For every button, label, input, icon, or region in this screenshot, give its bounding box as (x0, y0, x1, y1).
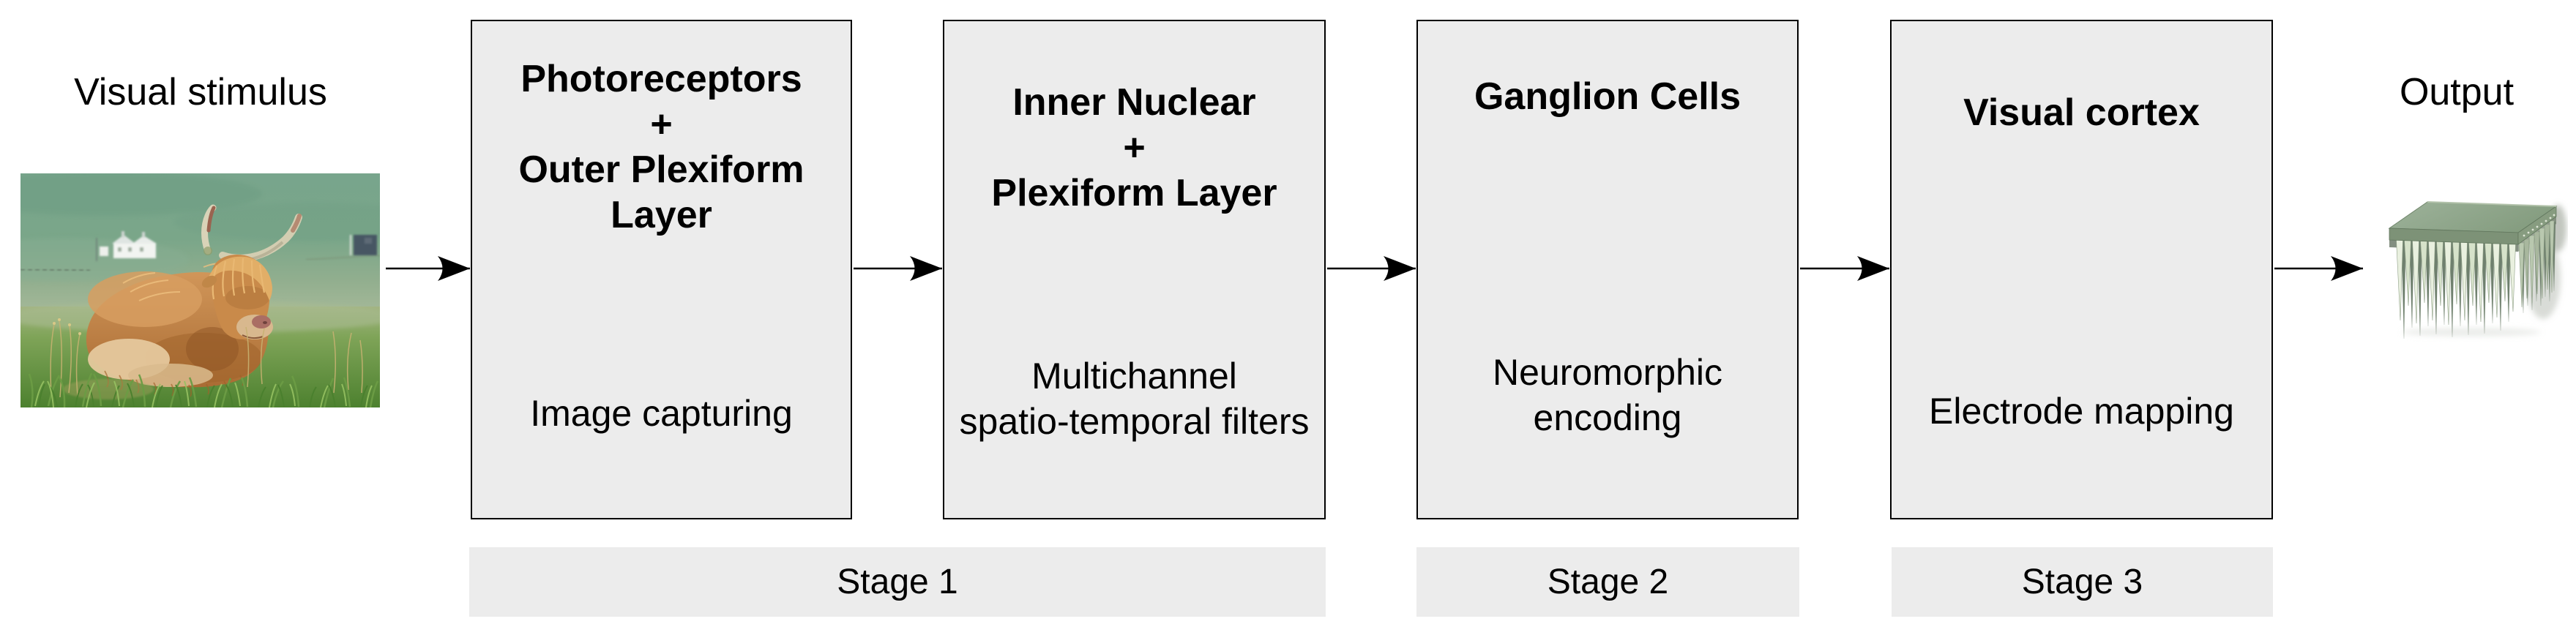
box-ganglion-cells: Ganglion Cells Neuromorphic encoding (1416, 20, 1799, 519)
electrode-array-image (2388, 201, 2566, 339)
cow (86, 204, 302, 397)
array-plate (2388, 201, 2558, 245)
stage-1-bar: Stage 1 (469, 547, 1326, 617)
output-label: Output (2399, 71, 2515, 113)
box-subtitle: Neuromorphic encoding (1492, 352, 1722, 438)
stage-3-bar: Stage 3 (1892, 547, 2273, 617)
box-subtitle: Image capturing (530, 393, 793, 434)
box-subtitle: Electrode mapping (1929, 391, 2234, 432)
house (96, 231, 157, 261)
array-needles-front (2396, 220, 2555, 326)
input-label: Visual stimulus (74, 71, 327, 113)
box-title: Inner Nuclear + Plexiform Layer (991, 81, 1277, 214)
box-inner-nuclear-plexiform: Inner Nuclear + Plexiform Layer Multicha… (943, 20, 1326, 519)
box-title: Ganglion Cells (1474, 75, 1741, 118)
stage-3-label: Stage 3 (2021, 563, 2143, 601)
box-title: Photoreceptors + Outer Plexiform Layer (518, 58, 804, 236)
visual-stimulus-photo (20, 173, 380, 407)
box-subtitle: Multichannel spatio-temporal filters (959, 356, 1310, 442)
stage-2-bar: Stage 2 (1416, 547, 1799, 617)
far-building (270, 235, 377, 255)
box-photoreceptors-outer-plexiform: Photoreceptors + Outer Plexiform Layer I… (471, 20, 852, 519)
array-edge-pins (2523, 214, 2556, 237)
foreground-grass (28, 318, 379, 407)
box-visual-cortex: Visual cortex Electrode mapping (1890, 20, 2273, 519)
stage-2-label: Stage 2 (1547, 563, 1669, 601)
box-title: Visual cortex (1963, 91, 2200, 134)
stage-1-label: Stage 1 (837, 563, 958, 601)
